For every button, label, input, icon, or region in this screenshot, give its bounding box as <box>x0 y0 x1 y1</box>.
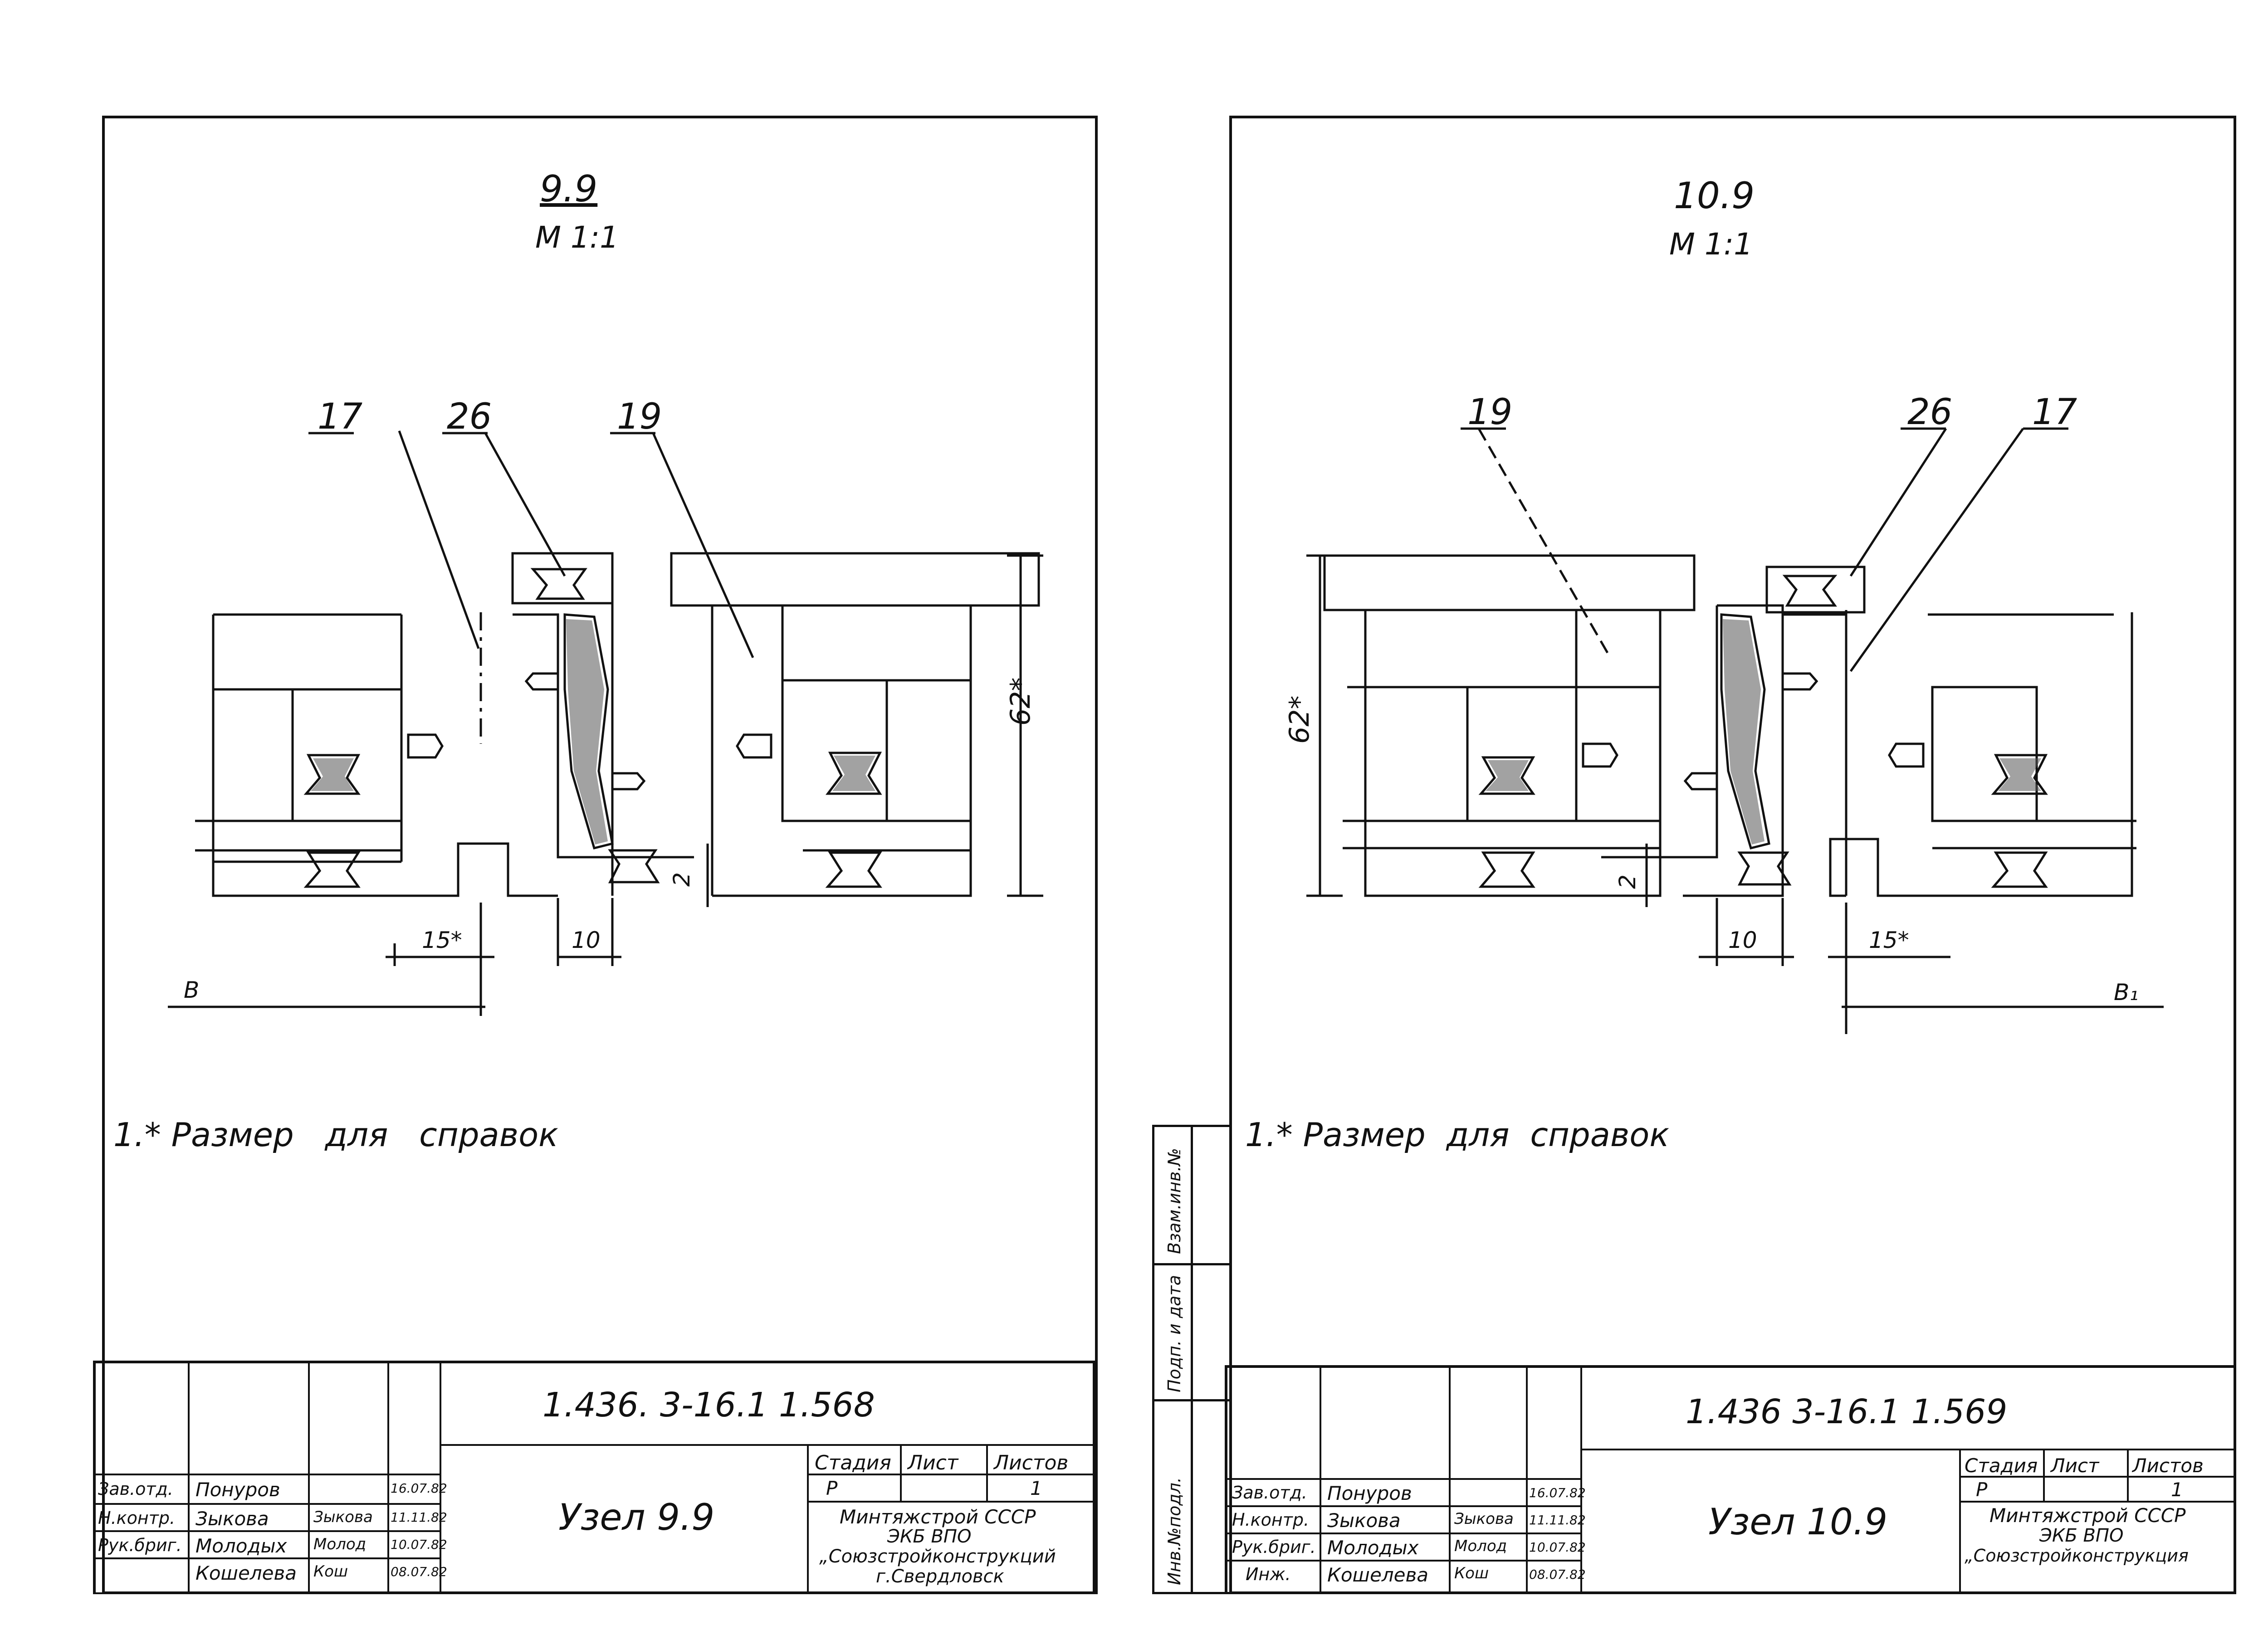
right-date-0: 16.07.82 <box>1529 1485 1586 1500</box>
right-scale: М 1:1 <box>1669 227 1753 262</box>
left-dim-gap: 2 <box>669 872 695 887</box>
left-dim-height: 62* <box>1005 678 1036 726</box>
right-side-label-2: Инв.№подл. <box>1164 1477 1184 1585</box>
right-sign-2: Молод <box>1454 1537 1507 1555</box>
right-side-strip: Взам.инв.№ Подп. и дата Инв.№подл. <box>1152 1125 1229 1594</box>
right-dim-ref: В₁ <box>2114 979 2138 1005</box>
left-org-line-4: г.Свердловск <box>876 1566 1004 1587</box>
left-role-0: Зав.отд. <box>98 1479 173 1499</box>
right-side-label-0: Взам.инв.№ <box>1164 1148 1184 1254</box>
right-role-3: Инж. <box>1246 1564 1291 1584</box>
left-sign-2: Молод <box>313 1535 367 1553</box>
right-dim-height: 62* <box>1284 696 1315 744</box>
right-date-1: 11.11.82 <box>1529 1513 1586 1528</box>
right-dim-10: 10 <box>1728 927 1757 953</box>
left-date-1: 11.11.82 <box>391 1510 447 1525</box>
right-stage-value: Р <box>1976 1479 1988 1501</box>
right-date-2: 10.07.82 <box>1529 1540 1586 1555</box>
left-callout-19: 19 <box>617 396 662 437</box>
right-callout-26: 26 <box>1907 392 1952 433</box>
left-name-2: Молодых <box>196 1535 287 1557</box>
left-doc-number: 1.436. 3-16.1 1.568 <box>543 1386 875 1425</box>
right-note: 1.* Размер для справок <box>1245 1116 1669 1154</box>
right-sign-3: Кош <box>1454 1564 1489 1582</box>
right-callout-19: 19 <box>1467 392 1512 433</box>
left-section-number: 9.9 <box>540 168 598 210</box>
left-title-block: 1.436. 3-16.1 1.568 Узел 9.9 Стадия Лист… <box>93 1361 1095 1594</box>
left-sheet-header: Лист <box>908 1451 958 1474</box>
right-doc-number: 1.436 3-16.1 1.569 <box>1686 1392 2008 1431</box>
right-name-1: Зыкова <box>1327 1509 1401 1532</box>
left-name-1: Зыкова <box>196 1508 269 1530</box>
left-title-block-grid <box>96 1363 1093 1592</box>
left-dim-ref: В <box>184 977 199 1003</box>
left-node-drawing: 17 26 19 62* 2 15* 10 В <box>168 396 1043 1016</box>
right-sign-1: Зыкова <box>1454 1510 1514 1528</box>
left-dim-15: 15* <box>422 927 462 953</box>
left-name-0: Понуров <box>196 1479 280 1501</box>
right-name-3: Кошелева <box>1327 1564 1428 1586</box>
right-role-0: Зав.отд. <box>1232 1483 1307 1503</box>
left-sign-3: Кош <box>313 1562 348 1581</box>
right-sheets-total: 1 <box>2171 1479 2183 1501</box>
right-dim-15: 15* <box>1869 927 1909 953</box>
left-sheets-total: 1 <box>1030 1477 1042 1499</box>
left-role-1: Н.контр. <box>98 1508 176 1528</box>
right-title: Узел 10.9 <box>1708 1501 1888 1543</box>
left-dim-10: 10 <box>572 927 601 953</box>
left-org-line-3: „Союзстройконструкций <box>819 1546 1056 1567</box>
right-side-label-1: Подп. и дата <box>1164 1275 1184 1392</box>
right-name-2: Молодых <box>1327 1537 1419 1559</box>
left-callout-17: 17 <box>318 396 362 437</box>
right-title-block-grid <box>1227 1368 2234 1592</box>
left-stage-header: Стадия <box>815 1451 891 1474</box>
right-stage-header: Стадия <box>1965 1454 2038 1477</box>
left-org-line-1: Минтяжстрой СССР <box>840 1506 1036 1528</box>
right-section-number: 10.9 <box>1674 175 1755 217</box>
left-date-3: 08.07.82 <box>391 1564 447 1579</box>
right-callout-17: 17 <box>2032 392 2077 433</box>
left-org-line-2: ЭКБ ВПО <box>887 1526 972 1547</box>
left-date-0: 16.07.82 <box>391 1481 447 1496</box>
left-title: Узел 9.9 <box>558 1496 715 1538</box>
left-sheets-header: Листов <box>994 1451 1069 1474</box>
right-org-line-2: ЭКБ ВПО <box>2039 1525 2124 1546</box>
right-sheets-header: Листов <box>2132 1454 2204 1477</box>
right-role-2: Рук.бриг. <box>1232 1537 1316 1557</box>
right-org-line-3: „Союзстройконструкция <box>1965 1546 2189 1566</box>
left-scale: М 1:1 <box>535 220 619 255</box>
right-org-line-1: Минтяжстрой СССР <box>1989 1504 2186 1527</box>
left-stage-value: Р <box>826 1477 838 1499</box>
left-callout-26: 26 <box>447 396 492 437</box>
right-name-0: Понуров <box>1327 1482 1412 1504</box>
right-sheet-header: Лист <box>2051 1454 2099 1477</box>
left-note: 1.* Размер для справок <box>113 1116 558 1154</box>
left-name-3: Кошелева <box>196 1562 297 1584</box>
right-date-3: 08.07.82 <box>1529 1567 1586 1582</box>
right-dim-gap: 2 <box>1614 874 1641 889</box>
left-sign-1: Зыкова <box>313 1508 373 1526</box>
right-role-1: Н.контр. <box>1232 1510 1310 1530</box>
right-node-drawing: 19 26 17 62* 2 10 15* В₁ <box>1284 392 2164 1034</box>
right-title-block: 1.436 3-16.1 1.569 Узел 10.9 Стадия Лист… <box>1225 1365 2236 1594</box>
left-role-2: Рук.бриг. <box>98 1535 182 1555</box>
left-date-2: 10.07.82 <box>391 1537 447 1552</box>
